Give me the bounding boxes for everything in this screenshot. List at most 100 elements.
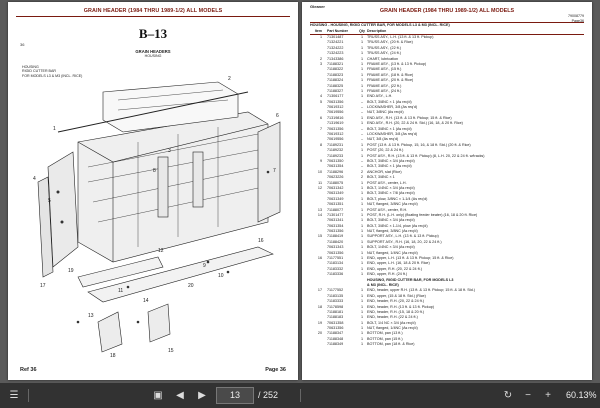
part-number: 70631354 — [327, 223, 344, 228]
part-number: 70631341 — [327, 218, 344, 223]
sidebar-toggle-icon[interactable]: ☰ — [9, 390, 19, 401]
part-item: 9 — [319, 158, 322, 163]
part-description: BOLT, plow, 3/8NC × 1-1/4 (As req'd) — [367, 196, 428, 201]
rotate-icon[interactable]: ↻ — [503, 390, 513, 401]
part-number: 71188325 — [327, 83, 344, 88]
part-qty: 1 — [360, 256, 364, 261]
part-description: & M3 (INCL. RICE) — [367, 282, 399, 287]
part-number: 71177551 — [327, 256, 344, 261]
part-qty: 1 — [360, 326, 364, 331]
part-description: BOLT, 1/4NC × 3/4 (As req'd) — [367, 185, 415, 190]
part-number: 71188181 — [327, 309, 344, 314]
part-description: TRUSS ASY., (20 ft. & Rice) — [367, 40, 413, 45]
part-qty: 1 — [360, 78, 364, 83]
part-qty: 1 — [360, 61, 364, 66]
pdf-viewer[interactable]: GRAIN HEADER (1984 THRU 1989-1/2) ALL MO… — [0, 0, 600, 383]
part-description: FRAME ASY., (24 ft.) — [367, 88, 402, 93]
part-number: 70631356 — [327, 126, 344, 131]
zoom-level[interactable]: 60.13% — [566, 390, 597, 400]
svg-text:5: 5 — [48, 198, 51, 204]
part-description: END, header, R.H. (13 ft. & 13 ft. Picku… — [367, 304, 435, 309]
left-footer: Ref 36 — [20, 367, 37, 373]
part-description: BOLT, 3/8NC × 3/4 (As req'd) — [367, 218, 415, 223]
part-item: 7 — [319, 126, 322, 131]
fit-page-icon[interactable]: ▣ — [153, 390, 163, 401]
part-description: BOLT, 3/8NC × 1 (As req'd) — [367, 126, 412, 131]
next-page-icon[interactable]: ▶ — [198, 390, 206, 401]
col-desc: Description — [367, 29, 387, 33]
part-number: 71343386 — [327, 56, 344, 61]
part-qty: 1 — [360, 35, 364, 39]
part-description: END ASY., R.H. (13 ft. & 13 ft. Pickup; … — [367, 115, 452, 120]
left-page-header: GRAIN HEADER (1984 THRU 1989-1/2) ALL MO… — [83, 8, 223, 14]
part-description: POST ASY., R.H. (13 ft. & 13 ft. Pickup)… — [367, 153, 485, 158]
part-description: POST (13 ft. & 13 ft. Pickup, 15, 16, & … — [367, 142, 471, 147]
zoom-in-icon[interactable]: + — [545, 390, 551, 401]
part-description: BOLT, 1/4 NC × 3/4 (As req'd) — [367, 320, 416, 325]
subheader-line1: GRAIN HEADERS — [135, 49, 171, 54]
part-qty: 1 — [360, 304, 364, 309]
part-qty: 1 — [360, 266, 364, 271]
part-description: BOTTOM, pan (13 ft.) — [367, 331, 403, 336]
zoom-out-icon[interactable]: − — [525, 390, 531, 401]
part-item: 4 — [319, 94, 322, 99]
part-description: TRUSS ASY., (24 ft.) — [367, 51, 401, 56]
svg-text:18: 18 — [110, 353, 116, 359]
part-description: END, header, R.H. (20, 22 & 24 ft.) — [367, 299, 424, 304]
part-qty: 1 — [360, 315, 364, 320]
part-description: ANCHOR, slat (Rice) — [367, 169, 402, 174]
part-number: 71188296 — [327, 169, 344, 174]
page-number-input[interactable]: 13 — [216, 387, 254, 404]
part-number: 71188327 — [327, 88, 344, 93]
svg-text:11: 11 — [118, 288, 123, 294]
svg-text:20: 20 — [188, 283, 194, 289]
part-qty: 1 — [360, 299, 364, 304]
part-number: 70619556 — [327, 137, 344, 142]
part-number: 71189233 — [327, 153, 344, 158]
part-description: BOTTOM, pan (15 ft.) — [367, 336, 403, 341]
page-ref: Page36 — [571, 18, 584, 23]
part-number: 71319619 — [327, 121, 344, 126]
prev-page-icon[interactable]: ◀ — [176, 390, 184, 401]
part-description: FRAME ASY., (15 ft.) — [367, 67, 402, 72]
footer-ref-label: Ref — [20, 367, 29, 373]
part-description: NUT, flanged, 1/4NC (As req'd) — [367, 326, 418, 331]
part-qty: – — [360, 99, 364, 104]
part-qty: 1 — [360, 40, 364, 45]
part-description: BOLT, 1/4NC × 3/4 (As req'd) — [367, 245, 415, 250]
part-item: 18 — [317, 304, 322, 309]
part-qty: 1 — [360, 229, 364, 234]
right-page-header: GRAIN HEADER (1984 THRU 1989-1/2) ALL MO… — [379, 8, 515, 14]
part-qty: 1 — [360, 218, 364, 223]
footer-ref-number: 36 — [30, 367, 37, 373]
toolbar-separator — [28, 389, 29, 402]
parts-section-heading: HOUSING, RIGID CUTTER BAR, FOR MODELS L3 — [310, 278, 586, 283]
part-qty: 1 — [360, 51, 364, 56]
part-item: 14 — [317, 212, 322, 217]
part-number: 71188075 — [327, 180, 344, 185]
part-qty: 1 — [360, 72, 364, 77]
parts-row: 70619312–LOCKWASHER, 3/8 (As req'd) — [310, 105, 586, 110]
part-number: 70631356 — [327, 250, 344, 255]
part-description: HOUSING, RIGID CUTTER BAR, FOR MODELS L3 — [367, 277, 454, 282]
part-description: END, header, R.H. (15, 18 & 20 ft.) — [367, 309, 424, 314]
doc-number: 79008779 — [568, 14, 584, 18]
